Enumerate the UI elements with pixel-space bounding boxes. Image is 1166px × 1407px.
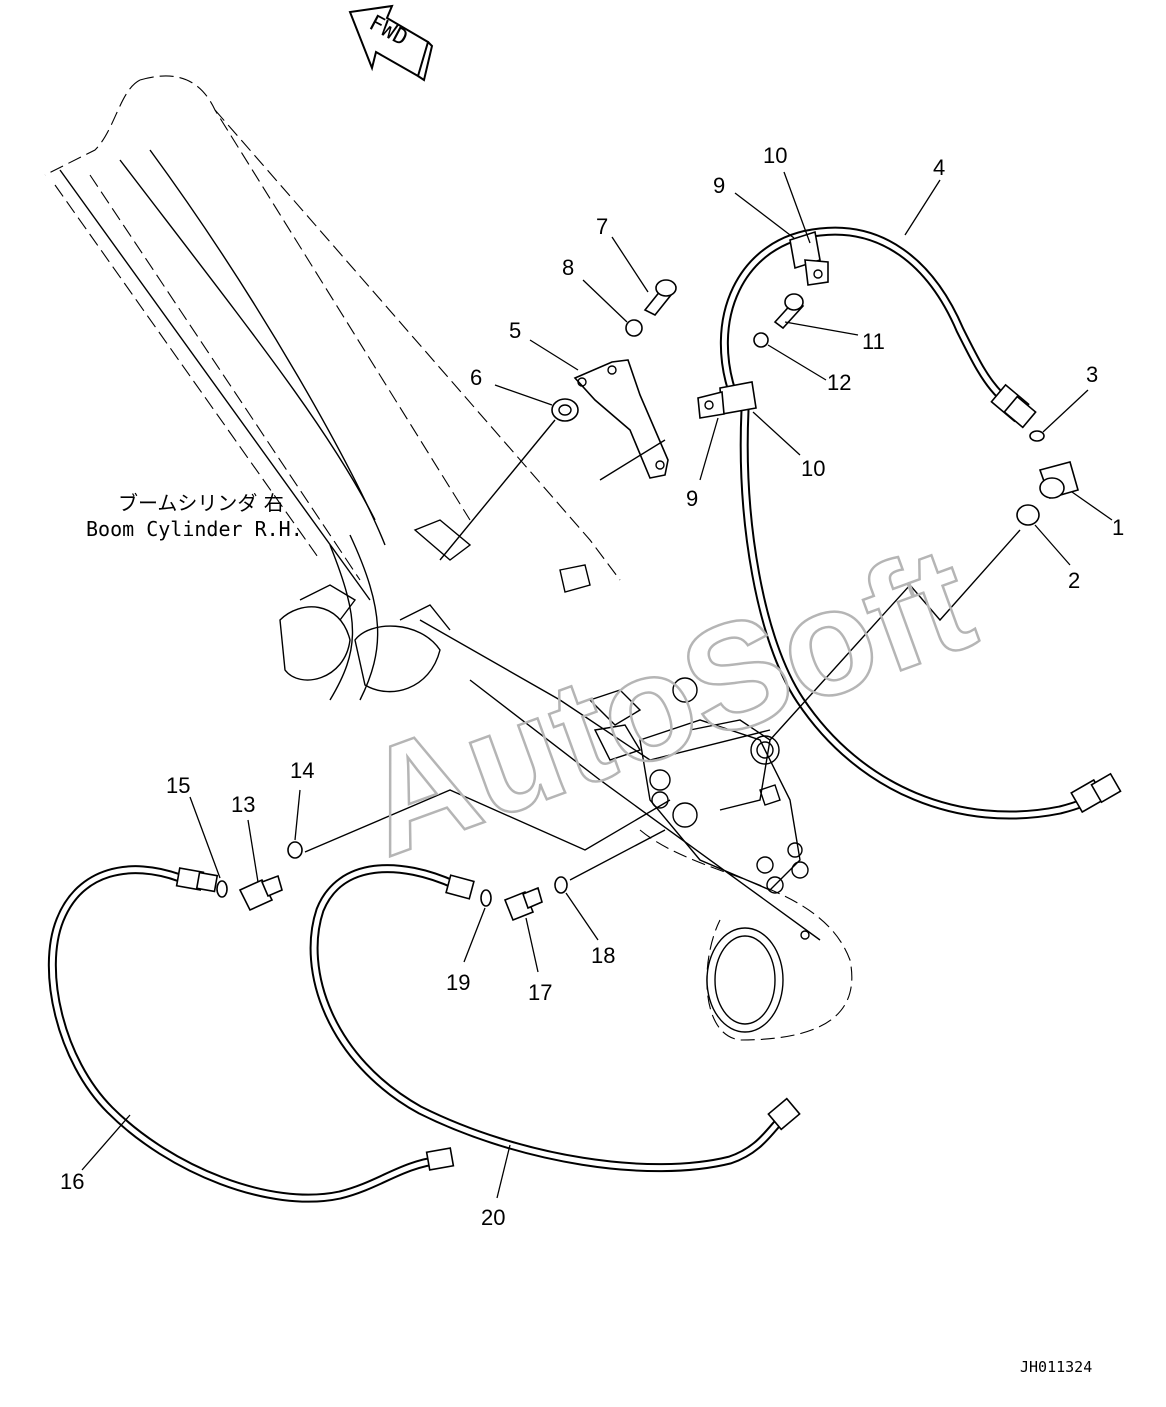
washer-12 — [753, 332, 769, 348]
watermark: AutoSoft — [340, 513, 992, 887]
callout-15: 15 — [166, 773, 190, 798]
o-ring-18 — [554, 876, 568, 894]
drawing-id: JH011324 — [1020, 1358, 1092, 1376]
callout-11: 11 — [862, 329, 885, 354]
callout-1: 1 — [1112, 515, 1124, 540]
callout-13: 13 — [231, 792, 255, 817]
callout-8: 8 — [562, 255, 574, 280]
callout-16: 16 — [60, 1169, 84, 1194]
hose-4 — [719, 226, 1037, 429]
elbow-17 — [503, 886, 543, 922]
callout-19: 19 — [446, 970, 470, 995]
callout-10a: 10 — [763, 143, 787, 168]
hose-main — [739, 405, 1122, 820]
callout-14: 14 — [290, 758, 314, 783]
callout-3: 3 — [1086, 362, 1098, 387]
cap-2 — [1016, 504, 1040, 526]
callout-9a: 9 — [713, 173, 725, 198]
o-ring-3 — [1029, 430, 1045, 442]
leader-lines — [81, 171, 1113, 1199]
o-ring-19 — [480, 889, 492, 907]
spacer-6 — [551, 398, 579, 422]
callout-numbers: 1 2 3 4 5 6 7 8 9 9 10 10 11 12 13 14 15… — [60, 143, 1124, 1230]
hose-16 — [47, 865, 455, 1203]
assembly-lines — [304, 419, 1021, 881]
callout-17: 17 — [528, 980, 552, 1005]
bracket-5 — [573, 359, 669, 479]
o-ring-15 — [216, 880, 228, 898]
bolt-7 — [643, 279, 677, 317]
callout-18: 18 — [591, 943, 615, 968]
callout-6: 6 — [470, 365, 482, 390]
clamp-upper — [789, 230, 829, 286]
clamp-lower — [697, 381, 757, 419]
o-ring-14 — [287, 841, 303, 859]
callout-10b: 10 — [801, 456, 825, 481]
washer-8 — [625, 319, 643, 337]
callout-20: 20 — [481, 1205, 505, 1230]
callout-4: 4 — [933, 155, 945, 180]
bolt-11 — [773, 293, 805, 330]
callout-7: 7 — [596, 214, 608, 239]
callout-2: 2 — [1068, 568, 1080, 593]
callout-5: 5 — [509, 318, 521, 343]
fwd-arrow: FWD — [348, 4, 434, 82]
boom-cylinder-outline — [44, 75, 853, 1041]
hose-20 — [309, 864, 801, 1173]
boom-label-jp: ブームシリンダ 右 — [118, 491, 284, 515]
callout-12: 12 — [827, 370, 851, 395]
callout-9b: 9 — [686, 486, 698, 511]
boom-label-en: Boom Cylinder R.H. — [86, 517, 303, 541]
elbow-1 — [1038, 461, 1079, 499]
elbow-13 — [238, 874, 283, 912]
